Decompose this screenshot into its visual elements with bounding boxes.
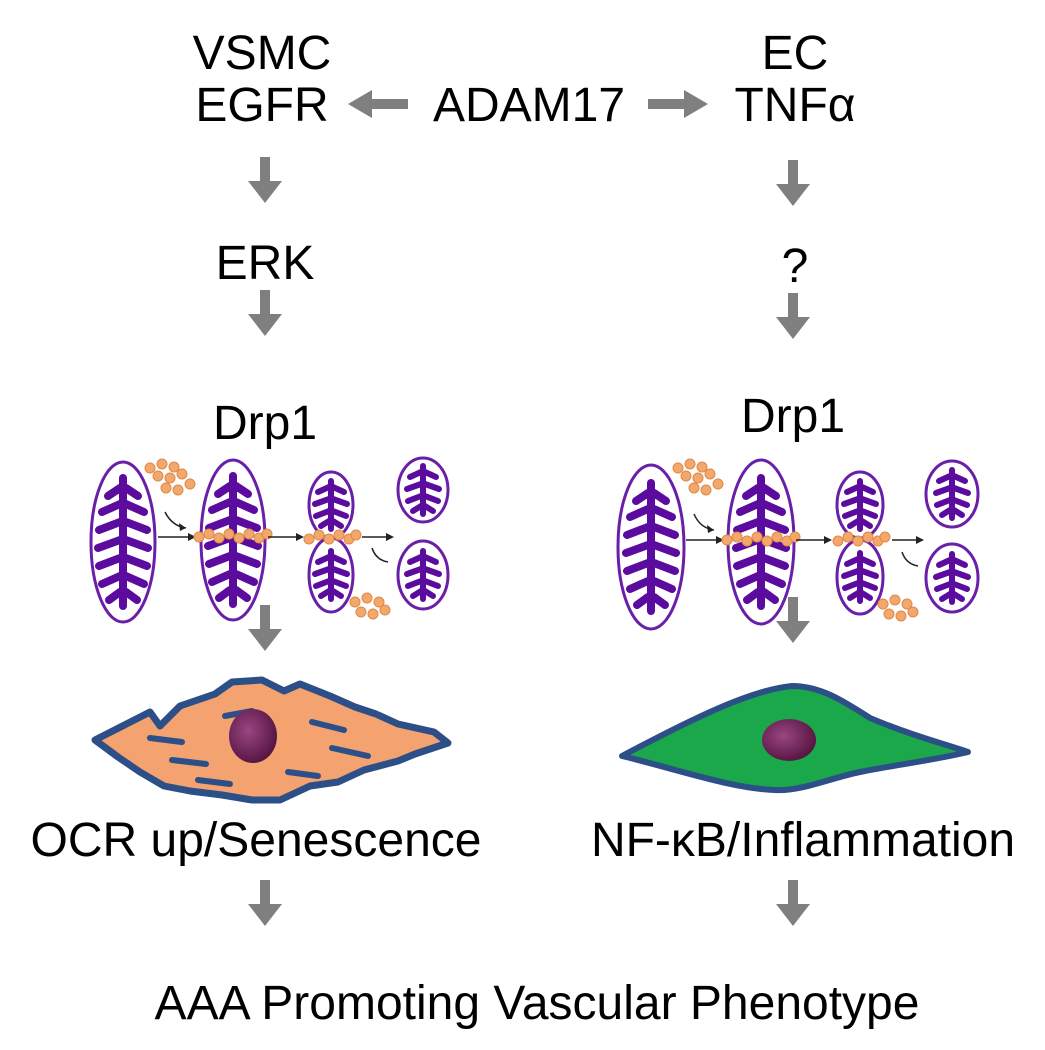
inflammation-outcome-label: NF-κB/Inflammation [590, 814, 1016, 867]
mitochondrion-dividing [832, 470, 891, 616]
mitochondrial-fission-illustration-left [89, 456, 450, 624]
erk-label: ERK [215, 237, 315, 290]
mitochondrion-intact [616, 463, 686, 631]
ec-nucleus [762, 719, 816, 761]
drp1-label-left: Drp1 [212, 397, 318, 450]
egfr-label: EGFR [195, 79, 329, 132]
phenotype-label: AAA Promoting Vascular Phenotype [154, 977, 920, 1030]
vsmc-nucleus [229, 709, 277, 763]
tnfa-label: TNFα [734, 79, 856, 132]
arrow-adam17-to-egfr [348, 90, 408, 118]
drp1-vesicles [672, 458, 724, 496]
vsmc-senescent-cell [91, 676, 452, 804]
arrow-egfr-to-erk [248, 157, 282, 203]
arrow-inflammation-to-phenotype [776, 880, 810, 926]
ec-label: EC [761, 27, 829, 80]
arrow-tnfa-to-unknown [776, 160, 810, 206]
mitochondrion-constricting [721, 458, 801, 626]
mitochondria-daughters [924, 459, 980, 614]
mitochondrion-dividing [303, 470, 362, 614]
arrow-adam17-to-tnfa [648, 90, 708, 118]
arrow-erk-to-drp1 [248, 290, 282, 336]
drp1-vesicles [144, 458, 196, 496]
drp1-label-right: Drp1 [740, 390, 846, 443]
arrow-fission-to-vsmc [248, 605, 282, 651]
mitochondrial-fission-illustration-right [616, 458, 980, 631]
arrow-unknown-to-drp1 [776, 293, 810, 339]
ec-inflamed-cell [619, 683, 971, 794]
senescence-outcome-label: OCR up/Senescence [30, 814, 482, 867]
arrow-senescence-to-phenotype [248, 880, 282, 926]
mitochondrion-intact [89, 460, 157, 624]
adam17-label: ADAM17 [432, 79, 626, 132]
mitochondrion-constricting [193, 458, 273, 622]
unknown-mediator-label: ? [781, 240, 809, 293]
vsmc-label: VSMC [192, 27, 332, 80]
mitochondria-daughters [396, 456, 450, 611]
